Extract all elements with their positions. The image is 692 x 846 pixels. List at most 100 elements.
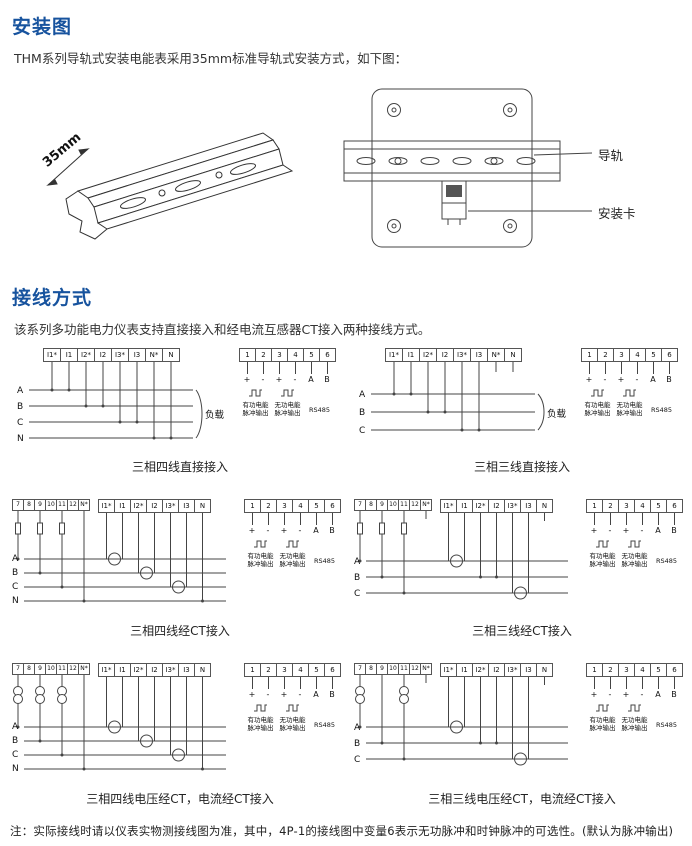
current-terminal-cell: I2 bbox=[488, 499, 505, 513]
current-terminal-cell: I1* bbox=[440, 663, 457, 677]
polarity-cell: A bbox=[308, 375, 314, 384]
polarity-cell: B bbox=[671, 690, 677, 699]
footnote: 注：实际接线时请以仪表实物测接线图为准，其中，4P-1的接线图中变量6表示无功脉… bbox=[10, 824, 674, 838]
phase-label: N bbox=[17, 434, 24, 444]
current-terminal-cell: I1 bbox=[456, 499, 473, 513]
diagram-caption: 三相四线经CT接入 bbox=[130, 624, 230, 638]
comm-terminal-cell: 1 bbox=[586, 499, 603, 513]
comm-terminal-cell: 3 bbox=[618, 663, 635, 677]
mounting-drawing bbox=[343, 88, 593, 248]
comm-terminal-cell: 6 bbox=[324, 499, 341, 513]
polarity-cell: A bbox=[650, 375, 656, 384]
polarity-cell: B bbox=[671, 526, 677, 535]
wiring-heading: 接线方式 bbox=[12, 287, 93, 309]
diagram-caption: 三相四线直接接入 bbox=[131, 460, 228, 474]
terminal-cell: I3 bbox=[470, 348, 488, 362]
terminal-cell: I1 bbox=[402, 348, 420, 362]
clip-latch-detail bbox=[446, 185, 462, 197]
current-terminal-cell: N bbox=[536, 663, 553, 677]
voltage-terminal-cell: N* bbox=[78, 499, 90, 511]
comm-terminal-cell: 1 bbox=[586, 663, 603, 677]
comm-terminal-cell: 6 bbox=[661, 348, 678, 362]
terminal-cell: I2 bbox=[94, 348, 112, 362]
terminal-cell: I1* bbox=[385, 348, 403, 362]
pulse-waveform-icon bbox=[596, 704, 609, 712]
comm-terminal-cell: 2 bbox=[255, 348, 272, 362]
terminal-cell: I2* bbox=[419, 348, 437, 362]
polarity-cell: - bbox=[608, 690, 612, 699]
terminal-cell: N bbox=[162, 348, 180, 362]
comm-terminal-cell: 6 bbox=[324, 663, 341, 677]
voltage-terminal-cell: N* bbox=[420, 663, 432, 675]
polarity-cell: - bbox=[603, 375, 607, 384]
voltage-terminal-cell: 8 bbox=[365, 499, 377, 511]
comm-terminal-cell: 5 bbox=[645, 348, 662, 362]
comm-terminal-cell: 3 bbox=[613, 348, 630, 362]
current-terminal-cell: N bbox=[194, 663, 211, 677]
polarity-cell: - bbox=[261, 375, 265, 384]
terminal-cell: N* bbox=[145, 348, 163, 362]
polarity-cell: + bbox=[280, 690, 288, 699]
voltage-terminal-cell: N* bbox=[78, 663, 90, 675]
current-terminal-cell: I2* bbox=[130, 663, 147, 677]
active-pulse-label: 有功电能 脉冲输出 bbox=[589, 552, 616, 569]
phase-label: B bbox=[17, 402, 24, 412]
comm-terminal-cell: 5 bbox=[308, 663, 325, 677]
wiring-lines-drawing bbox=[371, 362, 545, 432]
comm-terminal-cell: 4 bbox=[634, 499, 651, 513]
polarity-cell: - bbox=[298, 690, 302, 699]
comm-terminal-cell: 4 bbox=[292, 499, 309, 513]
phase-label: B bbox=[354, 739, 361, 749]
reactive-pulse-label: 无功电能 脉冲输出 bbox=[621, 716, 648, 733]
rs485-label: RS485 bbox=[313, 557, 336, 565]
rs485-label: RS485 bbox=[655, 721, 678, 729]
rs485-label: RS485 bbox=[655, 557, 678, 565]
current-terminal-cell: I3* bbox=[504, 499, 521, 513]
phase-label: C bbox=[17, 418, 24, 428]
polarity-cell: + bbox=[622, 526, 630, 535]
wiring-lines-drawing bbox=[15, 511, 226, 603]
comm-wires-drawing bbox=[594, 676, 675, 689]
phase-label: B bbox=[12, 568, 19, 578]
rs485-label: RS485 bbox=[308, 406, 331, 414]
current-terminal-cell: N bbox=[194, 499, 211, 513]
install-heading: 安装图 bbox=[12, 16, 73, 38]
diagram-caption: 三相三线经CT接入 bbox=[472, 624, 572, 638]
phase-label: C bbox=[359, 426, 366, 436]
pulse-waveform-icon bbox=[596, 540, 609, 548]
wiring-section: 接线方式 该系列多功能电力仪表支持直接接入和经电流互感器CT接入两种接线方式。 bbox=[10, 283, 683, 839]
polarity-cell: + bbox=[585, 375, 593, 384]
comm-terminal-cell: 5 bbox=[650, 499, 667, 513]
comm-terminal-cell: 3 bbox=[618, 499, 635, 513]
phase-label: A bbox=[12, 722, 19, 732]
install-intro: THM系列导轨式安装电能表采用35mm标准导轨式安装方式，如下图： bbox=[14, 51, 408, 66]
pulse-waveform-icon bbox=[623, 389, 636, 397]
phase-label: A bbox=[12, 554, 19, 564]
polarity-cell: B bbox=[329, 690, 335, 699]
phase-label: C bbox=[12, 582, 19, 592]
polarity-cell: + bbox=[590, 526, 598, 535]
